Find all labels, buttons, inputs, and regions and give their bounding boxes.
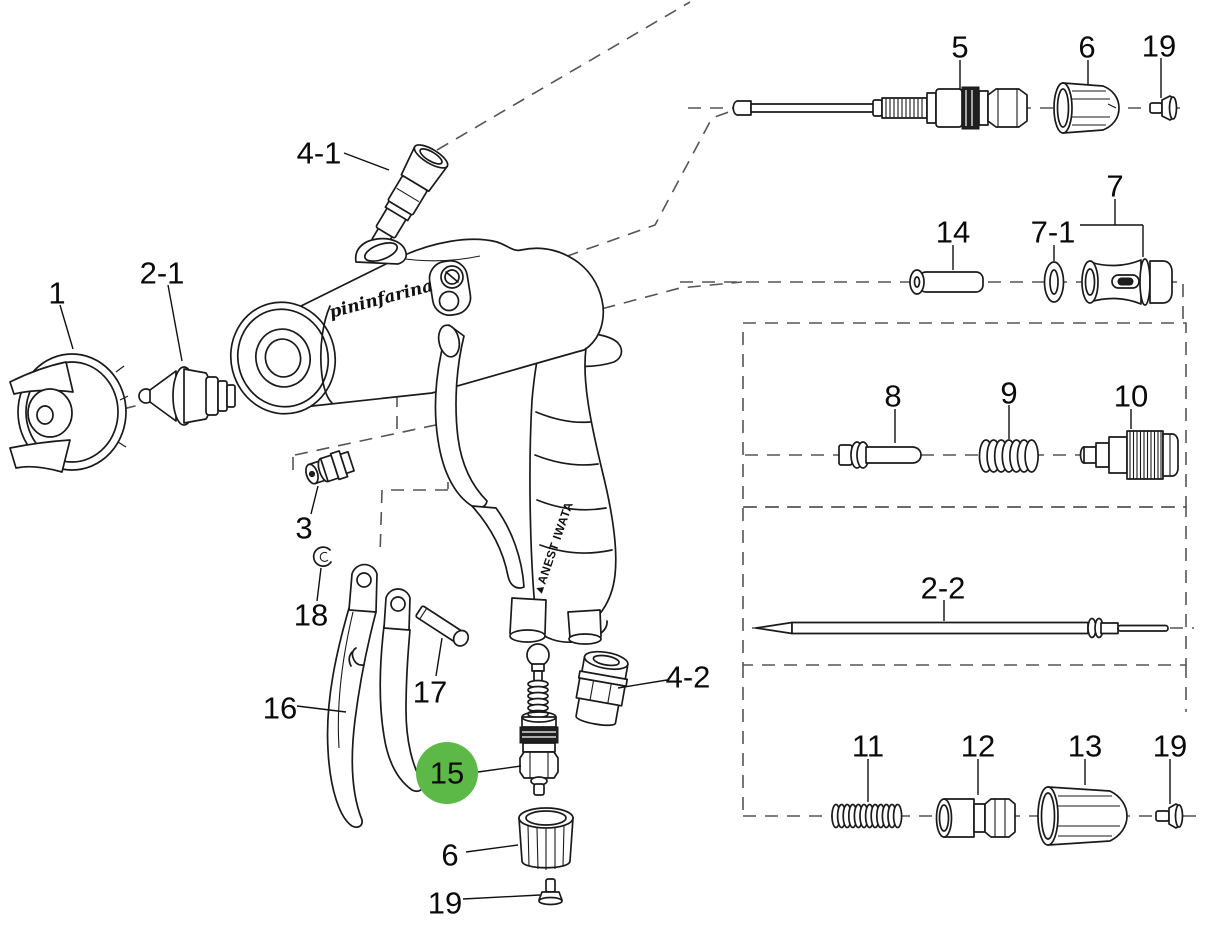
- part-7-1-o-ring: [1043, 261, 1065, 303]
- part-6-knob-top: [1053, 82, 1120, 134]
- part-11-spring: [831, 803, 903, 829]
- part-label-12: 12: [961, 729, 995, 764]
- part-label-17: 17: [413, 675, 447, 710]
- part-label-19: 19: [1142, 29, 1176, 64]
- handle-logo-glyph: ▲: [531, 581, 548, 597]
- part-9-spring: [978, 439, 1039, 473]
- part-13-knob: [1037, 786, 1128, 846]
- part-label-8: 8: [884, 379, 901, 414]
- part-label-2-2: 2-2: [921, 571, 966, 606]
- part-label-14: 14: [936, 215, 970, 250]
- part-4-1-air-fitting: [371, 144, 449, 248]
- guide-diagonal-needle: [544, 107, 741, 265]
- part-label-18: 18: [294, 598, 328, 633]
- parts-layer: [9, 82, 1184, 906]
- part-6-knob-bottom: [518, 807, 574, 870]
- guide-diagonal-valve: [559, 281, 743, 321]
- group-box-8-9-10: [742, 322, 1187, 508]
- part-7-air-valve: [1081, 258, 1173, 306]
- part-label-6: 6: [1078, 30, 1095, 65]
- part-label-19: 19: [428, 886, 462, 921]
- guide-axis-part3: [294, 422, 446, 456]
- guide-diagonal-top: [436, 1, 691, 151]
- part-19-screw-top: [1149, 95, 1178, 121]
- part-label-7: 7: [1106, 169, 1123, 204]
- gun-body-main: [296, 238, 605, 408]
- part-label-4-1: 4-1: [297, 136, 342, 171]
- part-label-10: 10: [1114, 379, 1148, 414]
- part-5-needle-valve-set: [732, 86, 1028, 130]
- gun-front-rings: [229, 301, 337, 415]
- gun-side-port: [437, 324, 461, 358]
- spray-gun-body: pininfarina ▲ ANEST IWATA: [229, 237, 623, 645]
- part-label-2-1: 2-1: [140, 256, 185, 291]
- part-2-2-fluid-needle: [755, 617, 1169, 639]
- part-label-6: 6: [441, 838, 458, 873]
- label-7-bracket: [1080, 199, 1144, 257]
- gun-barrel-neck: [319, 305, 333, 404]
- part-15-air-valve-set: [519, 643, 559, 796]
- part-label-9: 9: [1000, 376, 1017, 411]
- part-label-7-1: 7-1: [1031, 215, 1076, 250]
- part-label-3: 3: [295, 511, 312, 546]
- leader-lines: [59, 58, 1171, 900]
- gun-trigger-lower: [471, 505, 525, 589]
- part-14-pin: [909, 269, 984, 295]
- part-label-13: 13: [1068, 729, 1102, 764]
- group-box-2-2: [742, 506, 1187, 666]
- part-labels: 1 2-1 4-1 3 18 16 17 15 6 19 4-2 5 6 19 14 7-1 7 8 9 10 2-2 1…: [48, 29, 1187, 921]
- part-label-5: 5: [951, 30, 968, 65]
- part-4-2-connector: [575, 650, 629, 727]
- part-1-air-cap: [9, 353, 129, 473]
- part-label-16: 16: [263, 691, 297, 726]
- part-16-trigger: [326, 563, 424, 829]
- highlight-circle-part-15: [416, 742, 478, 804]
- part-10-bushing: [1079, 430, 1179, 480]
- part-8-valve-seat: [838, 441, 922, 469]
- part-2-1-fluid-nozzle: [138, 366, 236, 426]
- part-17-trigger-pin: [415, 605, 470, 647]
- part-3-fitting: [305, 450, 355, 485]
- part-label-19: 19: [1153, 729, 1187, 764]
- part-label-4-2: 4-2: [666, 660, 711, 695]
- part-label-11: 11: [852, 729, 884, 764]
- guide-trigger-drop: [379, 489, 448, 557]
- part-19-screw-bottom-right: [1155, 803, 1184, 829]
- part-label-1: 1: [48, 276, 65, 311]
- gun-grip-ribs: [534, 411, 613, 554]
- part-12-fitting: [935, 798, 1016, 838]
- part-19-screw-bottom: [538, 878, 563, 906]
- part-18-e-ring: [312, 546, 332, 567]
- group-box-11-12-13: [742, 665, 1187, 815]
- part-label-15: 15: [430, 756, 464, 791]
